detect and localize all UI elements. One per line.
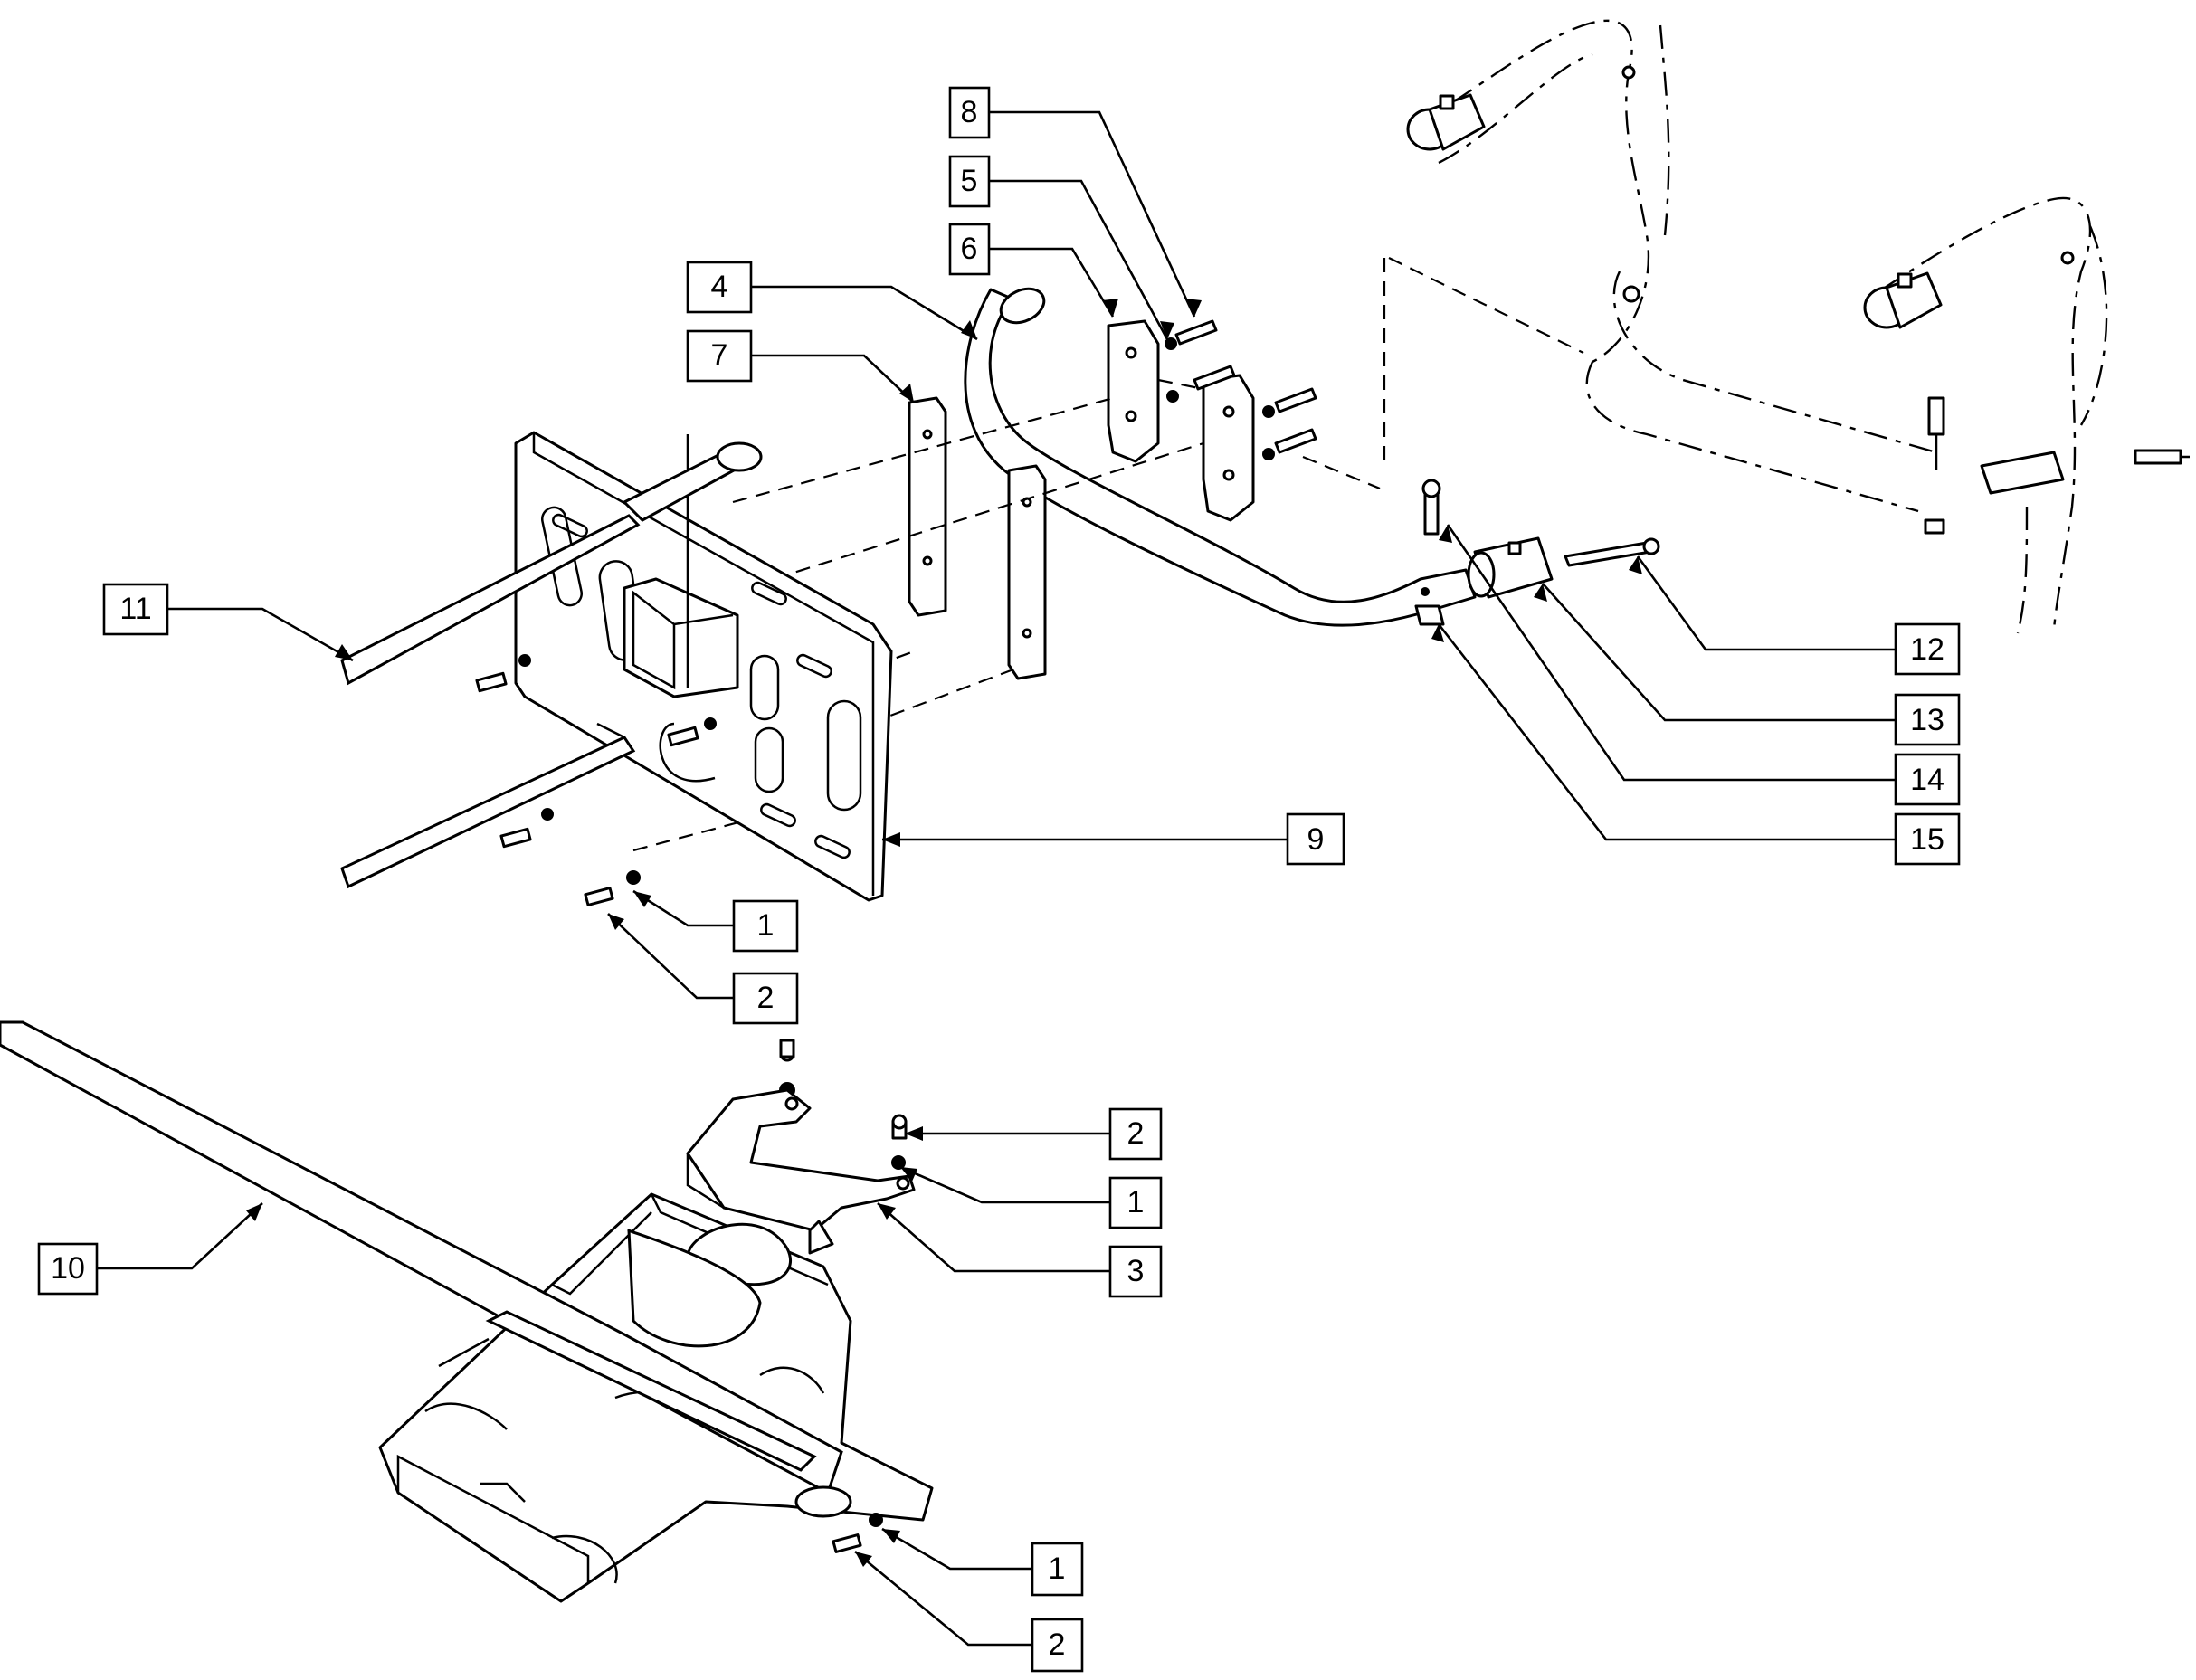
callout-4-label: 4 bbox=[711, 270, 728, 304]
callout-1: 1 bbox=[732, 899, 799, 953]
callout-1: 1 bbox=[1108, 1176, 1163, 1229]
callout-2: 2 bbox=[1108, 1107, 1163, 1161]
callout-2-label: 2 bbox=[757, 981, 775, 1015]
leader-lines bbox=[97, 110, 1896, 1647]
callout-9-label: 9 bbox=[1307, 822, 1325, 857]
callout-4: 4 bbox=[686, 261, 753, 314]
spacer-bars bbox=[908, 396, 1047, 680]
callout-12: 12 bbox=[1894, 622, 1961, 676]
callout-10-label: 10 bbox=[51, 1251, 85, 1286]
callout-1-label: 1 bbox=[1049, 1552, 1066, 1586]
callout-5: 5 bbox=[948, 155, 991, 208]
callout-14-label: 14 bbox=[1910, 763, 1944, 797]
strap-long bbox=[0, 1020, 852, 1518]
callout-13-label: 13 bbox=[1910, 703, 1944, 737]
callout-2: 2 bbox=[1031, 1618, 1084, 1673]
callout-2-label: 2 bbox=[1127, 1116, 1145, 1151]
tray-fasteners bbox=[832, 1114, 908, 1553]
reference-line bbox=[1388, 257, 1584, 354]
callout-7: 7 bbox=[686, 329, 753, 383]
straps-upper bbox=[340, 514, 641, 889]
callout-11: 11 bbox=[102, 583, 169, 636]
callout-7-label: 7 bbox=[711, 338, 728, 373]
callout-10: 10 bbox=[37, 1242, 99, 1296]
callout-12-label: 12 bbox=[1910, 632, 1944, 667]
callout-9: 9 bbox=[1286, 812, 1345, 866]
callout-6-label: 6 bbox=[961, 232, 978, 266]
callout-3-label: 3 bbox=[1127, 1254, 1145, 1288]
callout-1: 1 bbox=[1031, 1542, 1084, 1597]
push-handle-phantom bbox=[1406, 19, 2190, 634]
nut bbox=[1414, 604, 1445, 626]
battery-tray bbox=[378, 1088, 934, 1603]
clamp-brackets bbox=[1107, 319, 1317, 522]
callout-11-label: 11 bbox=[119, 592, 151, 626]
callout-15: 15 bbox=[1894, 812, 1961, 866]
callout-6: 6 bbox=[948, 223, 991, 276]
callout-5-label: 5 bbox=[961, 164, 978, 198]
callout-14: 14 bbox=[1894, 753, 1961, 806]
callout-2-label: 2 bbox=[1049, 1628, 1066, 1662]
callout-13: 13 bbox=[1894, 693, 1961, 746]
callouts: 8 5 6 4 7 11 12 13 bbox=[37, 86, 1961, 1673]
callout-8-label: 8 bbox=[961, 95, 978, 129]
callout-2: 2 bbox=[732, 972, 799, 1025]
strap-loop-upper bbox=[622, 441, 763, 522]
callout-15-label: 15 bbox=[1910, 822, 1944, 857]
mounting-plate bbox=[475, 431, 893, 902]
reference-line bbox=[1302, 455, 1381, 490]
callout-1-label: 1 bbox=[1127, 1185, 1145, 1220]
callout-3: 3 bbox=[1108, 1245, 1163, 1298]
callout-8: 8 bbox=[948, 86, 991, 139]
callout-1-label: 1 bbox=[757, 908, 775, 943]
